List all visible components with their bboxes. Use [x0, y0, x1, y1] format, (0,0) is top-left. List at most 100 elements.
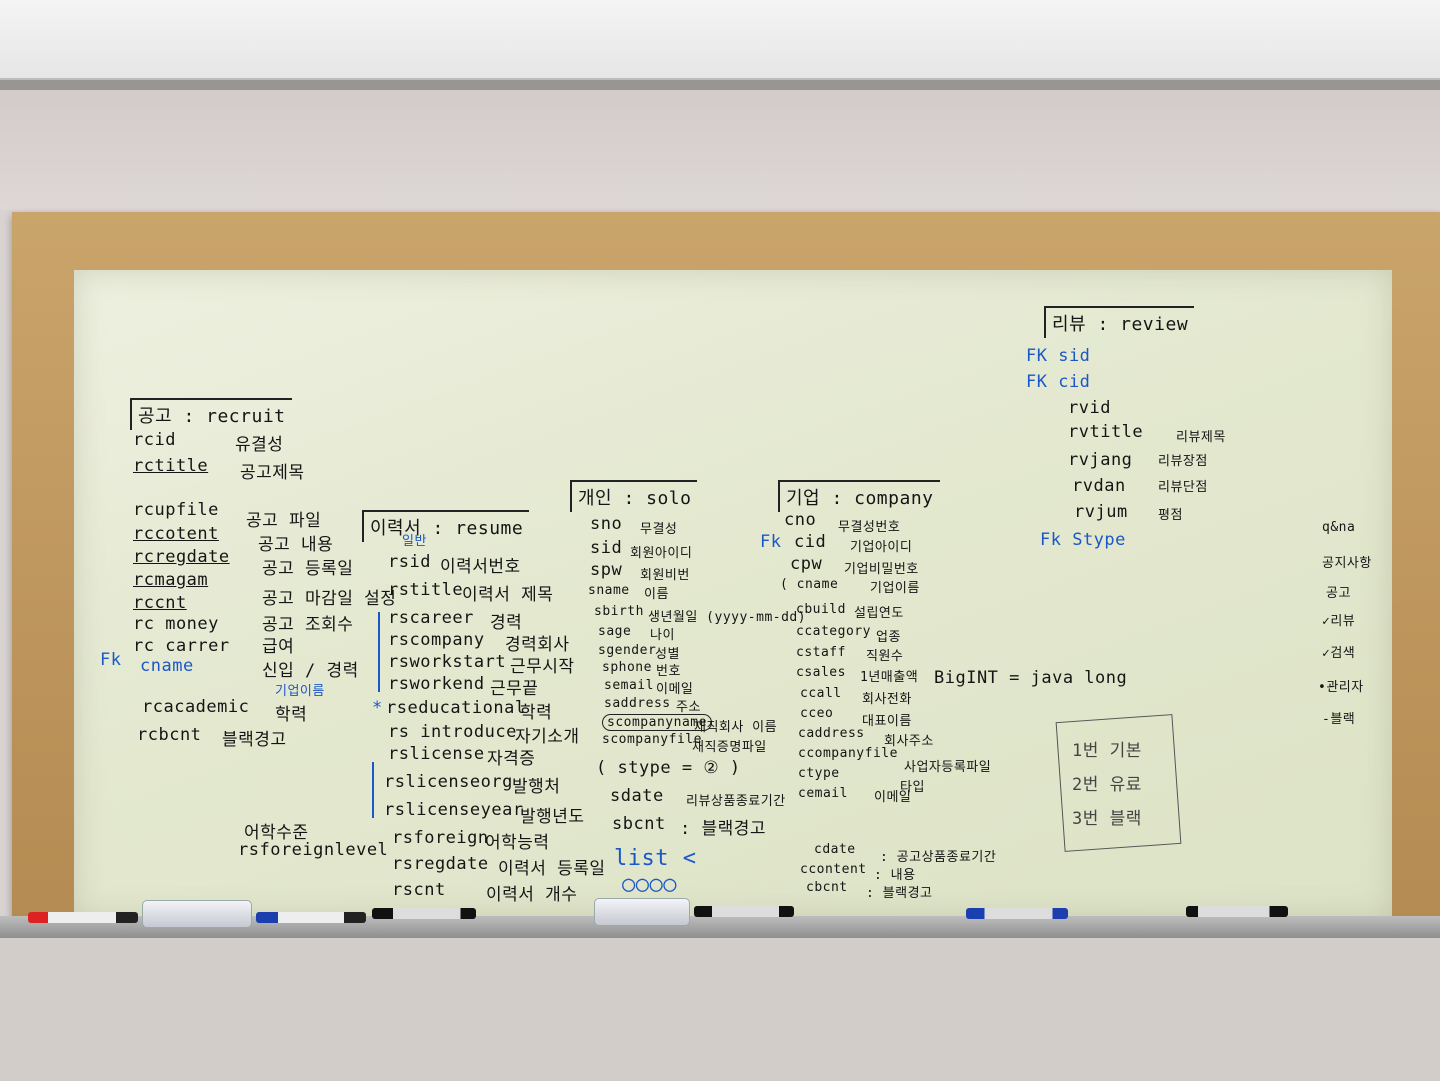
resume-desc: 학력 — [520, 703, 553, 723]
recruit-desc: 기업이름 — [275, 684, 325, 699]
company-field: ccategory — [796, 624, 871, 639]
blue-marker[interactable] — [966, 908, 1068, 919]
company-desc: 회사전화 — [862, 692, 912, 707]
solo-desc: 생년월일 (yyyy-mm-dd) — [648, 610, 807, 625]
solo-desc: 재직회사 이름 — [694, 720, 778, 735]
company-field: cid — [794, 532, 827, 552]
whiteboard-eraser[interactable] — [142, 900, 252, 928]
review-fk-sid: FK sid — [1026, 346, 1091, 366]
resume-field: rslicenseyear — [384, 800, 524, 820]
company-field: ( cname — [780, 577, 839, 592]
solo-desc: 번호 — [656, 664, 681, 679]
solo-field: sphone — [602, 660, 652, 675]
company-bigint-note: BigINT = java long — [934, 668, 1128, 688]
solo-desc: 나이 — [650, 628, 675, 643]
black-marker[interactable] — [372, 908, 476, 919]
resume-desc: 근무시작 — [510, 657, 575, 677]
company-desc: 회사주소 — [884, 734, 934, 749]
company-desc: 타입 — [900, 780, 925, 795]
screen-housing — [0, 80, 1440, 90]
resume-field: rseducational — [386, 698, 526, 718]
resume-desc: 경력 — [490, 613, 523, 633]
company-field: ccompanyfile — [798, 746, 898, 761]
black-marker[interactable] — [1186, 906, 1288, 917]
blue-marker[interactable] — [256, 912, 366, 923]
recruit-field: rcacademic — [142, 697, 250, 717]
recruit-field: rc carrer — [133, 636, 230, 656]
recruit-field: rcbcnt — [137, 725, 202, 745]
black-marker[interactable] — [694, 906, 794, 917]
resume-desc: 이력서번호 — [440, 557, 521, 577]
recruit-field: rctitle — [133, 456, 209, 476]
review-table-title: 리뷰 : review — [1044, 306, 1195, 338]
membership-type-item: 1번 기본 — [1072, 741, 1142, 761]
menu-item: -블랙 — [1322, 712, 1356, 727]
solo-field: spw — [590, 560, 623, 580]
recruit-desc: 학력 — [275, 705, 308, 725]
company-field: cbuild — [796, 602, 846, 617]
projector-screen — [0, 0, 1440, 81]
solo-field: scompanyfile — [602, 732, 702, 747]
solo-field: scompanyname — [602, 714, 712, 731]
company-field: cbcnt — [806, 880, 848, 895]
resume-desc: 자기소개 — [515, 727, 580, 747]
resume-star: * — [372, 698, 383, 718]
resume-field: rsregdate — [392, 854, 489, 874]
recruit-desc: 공고 조회수 — [262, 615, 354, 635]
recruit-desc: 공고 파일 — [246, 511, 322, 531]
company-field: csales — [796, 665, 846, 680]
resume-field: rsworkend — [388, 674, 485, 694]
membership-type-item: 3번 블랙 — [1072, 809, 1142, 829]
company-desc: 무결성번호 — [838, 520, 901, 535]
review-desc: 리뷰단점 — [1158, 480, 1208, 495]
review-fk-stype: Fk Stype — [1040, 530, 1126, 550]
company-desc: 기업아이디 — [850, 540, 913, 555]
resume-field: rsid — [388, 552, 431, 572]
review-field: rvjum — [1074, 502, 1128, 522]
company-desc: 설립연도 — [854, 606, 904, 621]
review-field: rvtitle — [1068, 422, 1144, 442]
solo-desc: 주소 — [676, 700, 701, 715]
company-field: ccontent — [800, 862, 867, 877]
resume-license-brace — [372, 762, 374, 818]
menu-item: 공지사항 — [1322, 556, 1372, 571]
resume-desc: 근무끝 — [490, 679, 539, 699]
company-desc: : 공고상품종료기간 — [880, 850, 997, 865]
review-desc: 리뷰제목 — [1176, 430, 1226, 445]
solo-field: semail — [604, 678, 654, 693]
review-field: rvdan — [1072, 476, 1126, 496]
resume-desc: 자격증 — [487, 749, 536, 769]
solo-field: sbirth — [594, 604, 644, 619]
resume-desc: 어학능력 — [485, 833, 550, 853]
whiteboard-eraser[interactable] — [594, 898, 690, 926]
solo-desc: : 블랙경고 — [680, 819, 767, 839]
company-desc: 직원수 — [866, 649, 904, 664]
recruit-field: rc money — [133, 614, 219, 634]
resume-desc: 발행처 — [512, 777, 561, 797]
solo-desc: 회원아이디 — [630, 546, 693, 561]
menu-item: •관리자 — [1318, 680, 1364, 695]
resume-field: rscnt — [392, 880, 446, 900]
recruit-field: rcupfile — [133, 500, 219, 520]
menu-item: q&na — [1322, 520, 1356, 535]
company-desc: 이메일 — [874, 790, 912, 805]
solo-field: sname — [588, 583, 630, 598]
resume-field: rstitle — [388, 580, 464, 600]
resume-note: 일반 — [402, 534, 427, 549]
company-table-title: 기업 : company — [778, 480, 940, 512]
red-marker[interactable] — [28, 912, 138, 923]
recruit-field: rccnt — [133, 593, 187, 613]
company-desc: 1년매출액 — [860, 670, 919, 685]
recruit-desc: 공고 내용 — [258, 535, 334, 555]
company-fk-label: Fk — [760, 532, 782, 552]
company-desc: 사업자등록파일 — [904, 760, 992, 775]
solo-desc: 무결성 — [640, 522, 678, 537]
recruit-field: cname — [140, 656, 194, 676]
review-field: rvjang — [1068, 450, 1133, 470]
company-field: ccall — [800, 686, 842, 701]
solo-field: sbcnt — [612, 814, 666, 834]
resume-career-brace — [378, 612, 380, 692]
solo-field: ( stype = ② ) — [596, 758, 741, 778]
company-field: cemail — [798, 786, 848, 801]
recruit-field: rcmagam — [133, 570, 209, 590]
